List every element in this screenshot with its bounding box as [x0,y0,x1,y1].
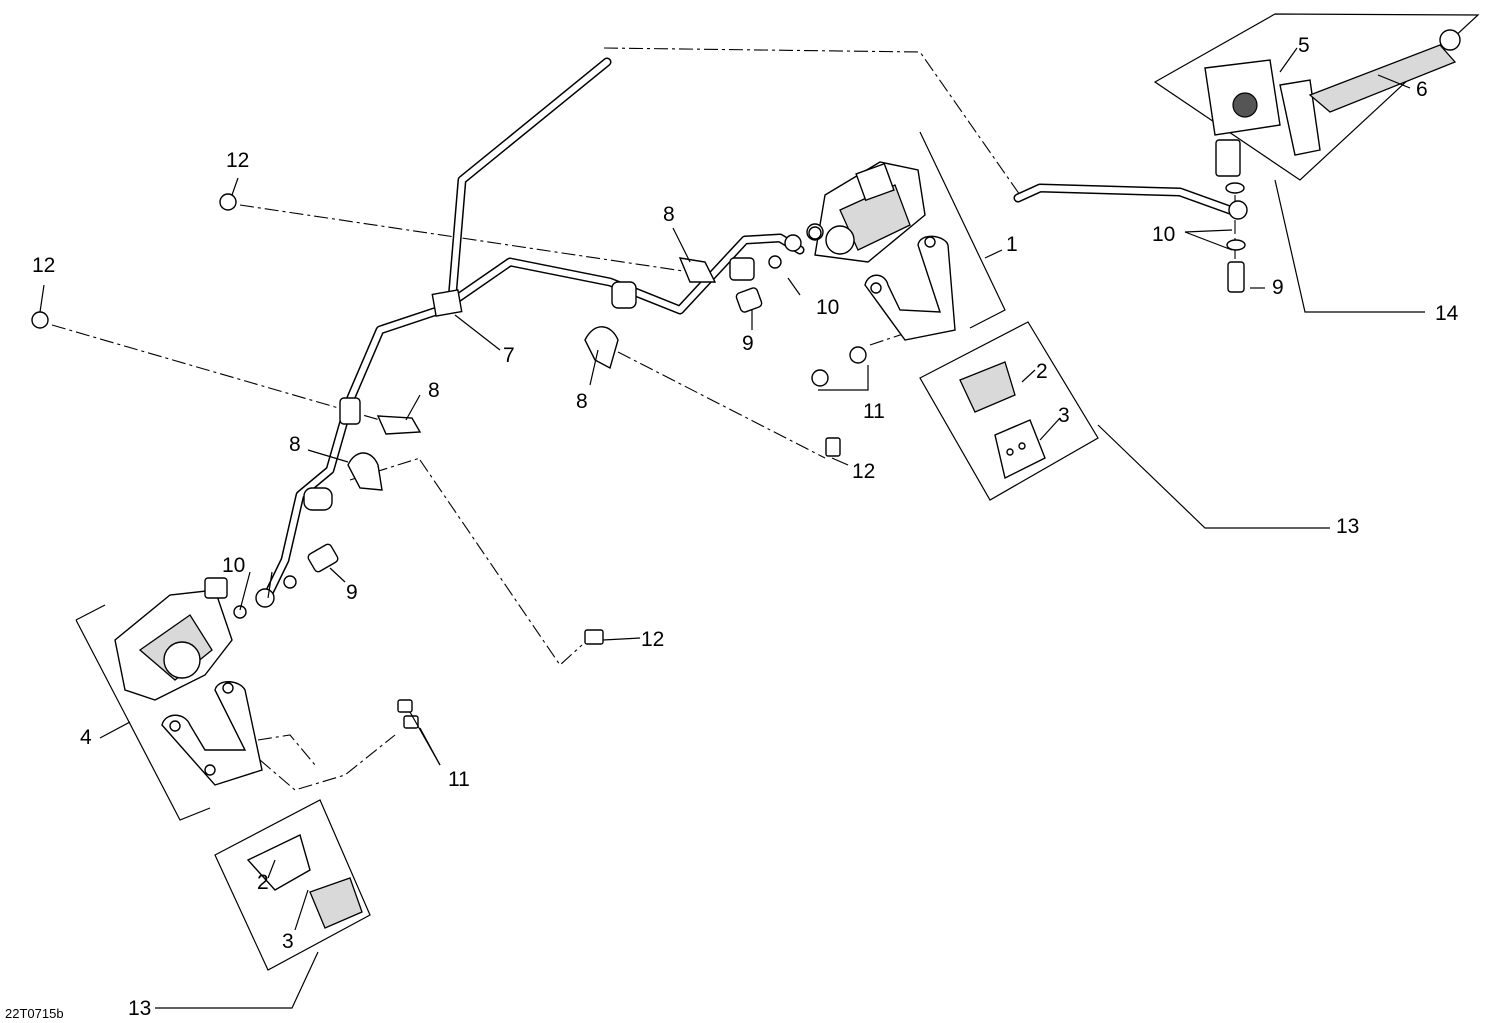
clip-middle [584,281,637,370]
callout-9-left: 9 [346,581,358,604]
front-left-caliper [114,577,233,701]
callout-12-right: 12 [852,460,875,483]
callout-13-left: 13 [128,997,151,1020]
callout-12-top: 12 [226,149,249,172]
callout-10-right: 10 [816,296,839,319]
brake-pads-right [919,321,1099,501]
front-right-caliper [806,161,926,263]
banjo-fitting-left [233,543,339,619]
callout-10-master: 10 [1152,223,1175,246]
banjo-fitting-right [735,226,867,387]
bolt-12-top [219,193,237,211]
callout-8-top: 8 [663,203,675,226]
bolt-12-right [825,437,841,457]
assembly-frames [75,131,1006,821]
callout-6: 6 [1416,78,1428,101]
mounting-bolts-left [397,699,419,729]
callout-8-left-upper: 8 [428,379,440,402]
callout-8-left-lower: 8 [289,433,301,456]
callout-2-right: 2 [1036,360,1048,383]
master-cylinder-assembly [1153,13,1480,181]
leader-lines [39,47,1425,1009]
bolt-12-left [31,311,49,329]
callout-10-left: 10 [222,554,245,577]
callout-14: 14 [1435,302,1459,325]
assembly-dash-lines [51,47,1236,791]
callout-9-right: 9 [742,332,754,355]
callout-5: 5 [1298,34,1310,57]
clip-left-lower [303,452,383,511]
callout-13-right: 13 [1336,515,1359,538]
diagram-code: 22T0715b [5,1006,64,1021]
callout-12-bottom: 12 [641,628,664,651]
master-cylinder-fittings [1225,182,1248,293]
clip-upper-right [678,257,755,283]
callout-3-left: 3 [282,930,294,953]
callout-numbers: 1 2 3 2 3 4 5 6 7 8 8 8 8 9 9 9 10 10 10… [32,34,1459,1020]
callout-3-right: 3 [1058,404,1070,427]
callout-12-left: 12 [32,254,55,277]
caliper-bracket-left [161,681,263,786]
callout-9-master: 9 [1272,276,1284,299]
brake-pads-left [214,799,371,971]
clip-left-upper [339,397,422,435]
caliper-bracket-right [864,235,956,341]
callout-2-left: 2 [257,871,269,894]
bolt-12-bottom [584,629,604,645]
callout-1: 1 [1006,233,1018,256]
callout-4: 4 [80,726,92,749]
callout-11-right: 11 [863,400,885,423]
callout-7: 7 [503,344,515,367]
t-junction-fitting [431,289,463,317]
callout-11-left: 11 [448,768,470,791]
callout-8-middle: 8 [576,390,588,413]
brake-lines [263,57,1235,600]
